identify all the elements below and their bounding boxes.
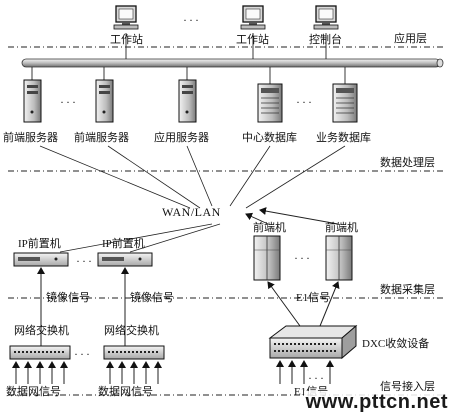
e1-signal-arrows: [267, 281, 340, 327]
business-database-label: 业务数据库: [316, 132, 371, 144]
network-links: [39, 145, 346, 253]
e1-input-arrows: [276, 360, 334, 384]
app-server-label: 应用服务器: [154, 132, 209, 144]
workstation-label: 工作站: [110, 34, 143, 46]
ellipsis: ···: [183, 13, 201, 27]
ip-front-machine-icon: [97, 252, 153, 267]
layer-label-signal-access: 信号接入层: [380, 381, 435, 393]
dxc-device-icon: [268, 324, 358, 360]
network-bus: [21, 58, 444, 68]
workstation-icon: [240, 5, 266, 30]
data-signal-label: 数据网信号: [98, 386, 153, 398]
mirror-signal-label: 镜像信号: [46, 292, 90, 304]
frontend-server-icon: [95, 79, 114, 123]
layer-label-application: 应用层: [394, 33, 427, 45]
business-database-icon: [332, 83, 358, 123]
frontend-server-label: 前端服务器: [3, 132, 58, 144]
ip-front-machine-label: IP前置机: [102, 238, 145, 250]
ellipsis: ···: [294, 251, 312, 265]
data-signal-label: 数据网信号: [6, 386, 61, 398]
network-switch-icon: [9, 345, 71, 360]
layer-label-data-collection: 数据采集层: [380, 284, 435, 296]
network-switch-icon: [103, 345, 165, 360]
e1-signal-label: E1信号: [296, 292, 331, 304]
center-database-icon: [257, 83, 283, 123]
network-switch-label: 网络交换机: [14, 325, 69, 337]
workstation-icon: [113, 5, 139, 30]
ellipsis: ···: [296, 95, 314, 109]
front-machine-arrows: [245, 207, 339, 225]
mirror-signal-arrows: [37, 267, 129, 346]
frontend-server-label: 前端服务器: [74, 132, 129, 144]
ip-front-machine-icon: [13, 252, 69, 267]
console-label: 控制台: [309, 34, 342, 46]
watermark: www.pttcn.net: [303, 391, 450, 414]
bus-connectors: [31, 33, 346, 84]
data-signal-arrows: [12, 361, 162, 384]
ellipsis: ···: [60, 95, 78, 109]
front-machine-label: 前端机: [253, 222, 286, 234]
front-machine-icon: [325, 235, 353, 281]
dxc-device-label: DXC收敛设备: [362, 338, 430, 350]
center-database-label: 中心数据库: [242, 132, 297, 144]
workstation-label: 工作站: [236, 34, 269, 46]
ellipsis: ···: [308, 371, 326, 385]
front-machine-icon: [253, 235, 281, 281]
ellipsis: ···: [74, 347, 92, 361]
frontend-server-icon: [23, 79, 42, 123]
app-server-icon: [178, 79, 197, 123]
front-machine-label: 前端机: [325, 222, 358, 234]
network-switch-label: 网络交换机: [104, 325, 159, 337]
ip-front-machine-label: IP前置机: [18, 238, 61, 250]
ellipsis: ···: [76, 254, 94, 268]
layer-label-data-processing: 数据处理层: [380, 157, 435, 169]
mirror-signal-label: 镜像信号: [130, 292, 174, 304]
wan-lan-label: WAN/LAN: [162, 205, 221, 219]
console-icon: [313, 5, 339, 30]
